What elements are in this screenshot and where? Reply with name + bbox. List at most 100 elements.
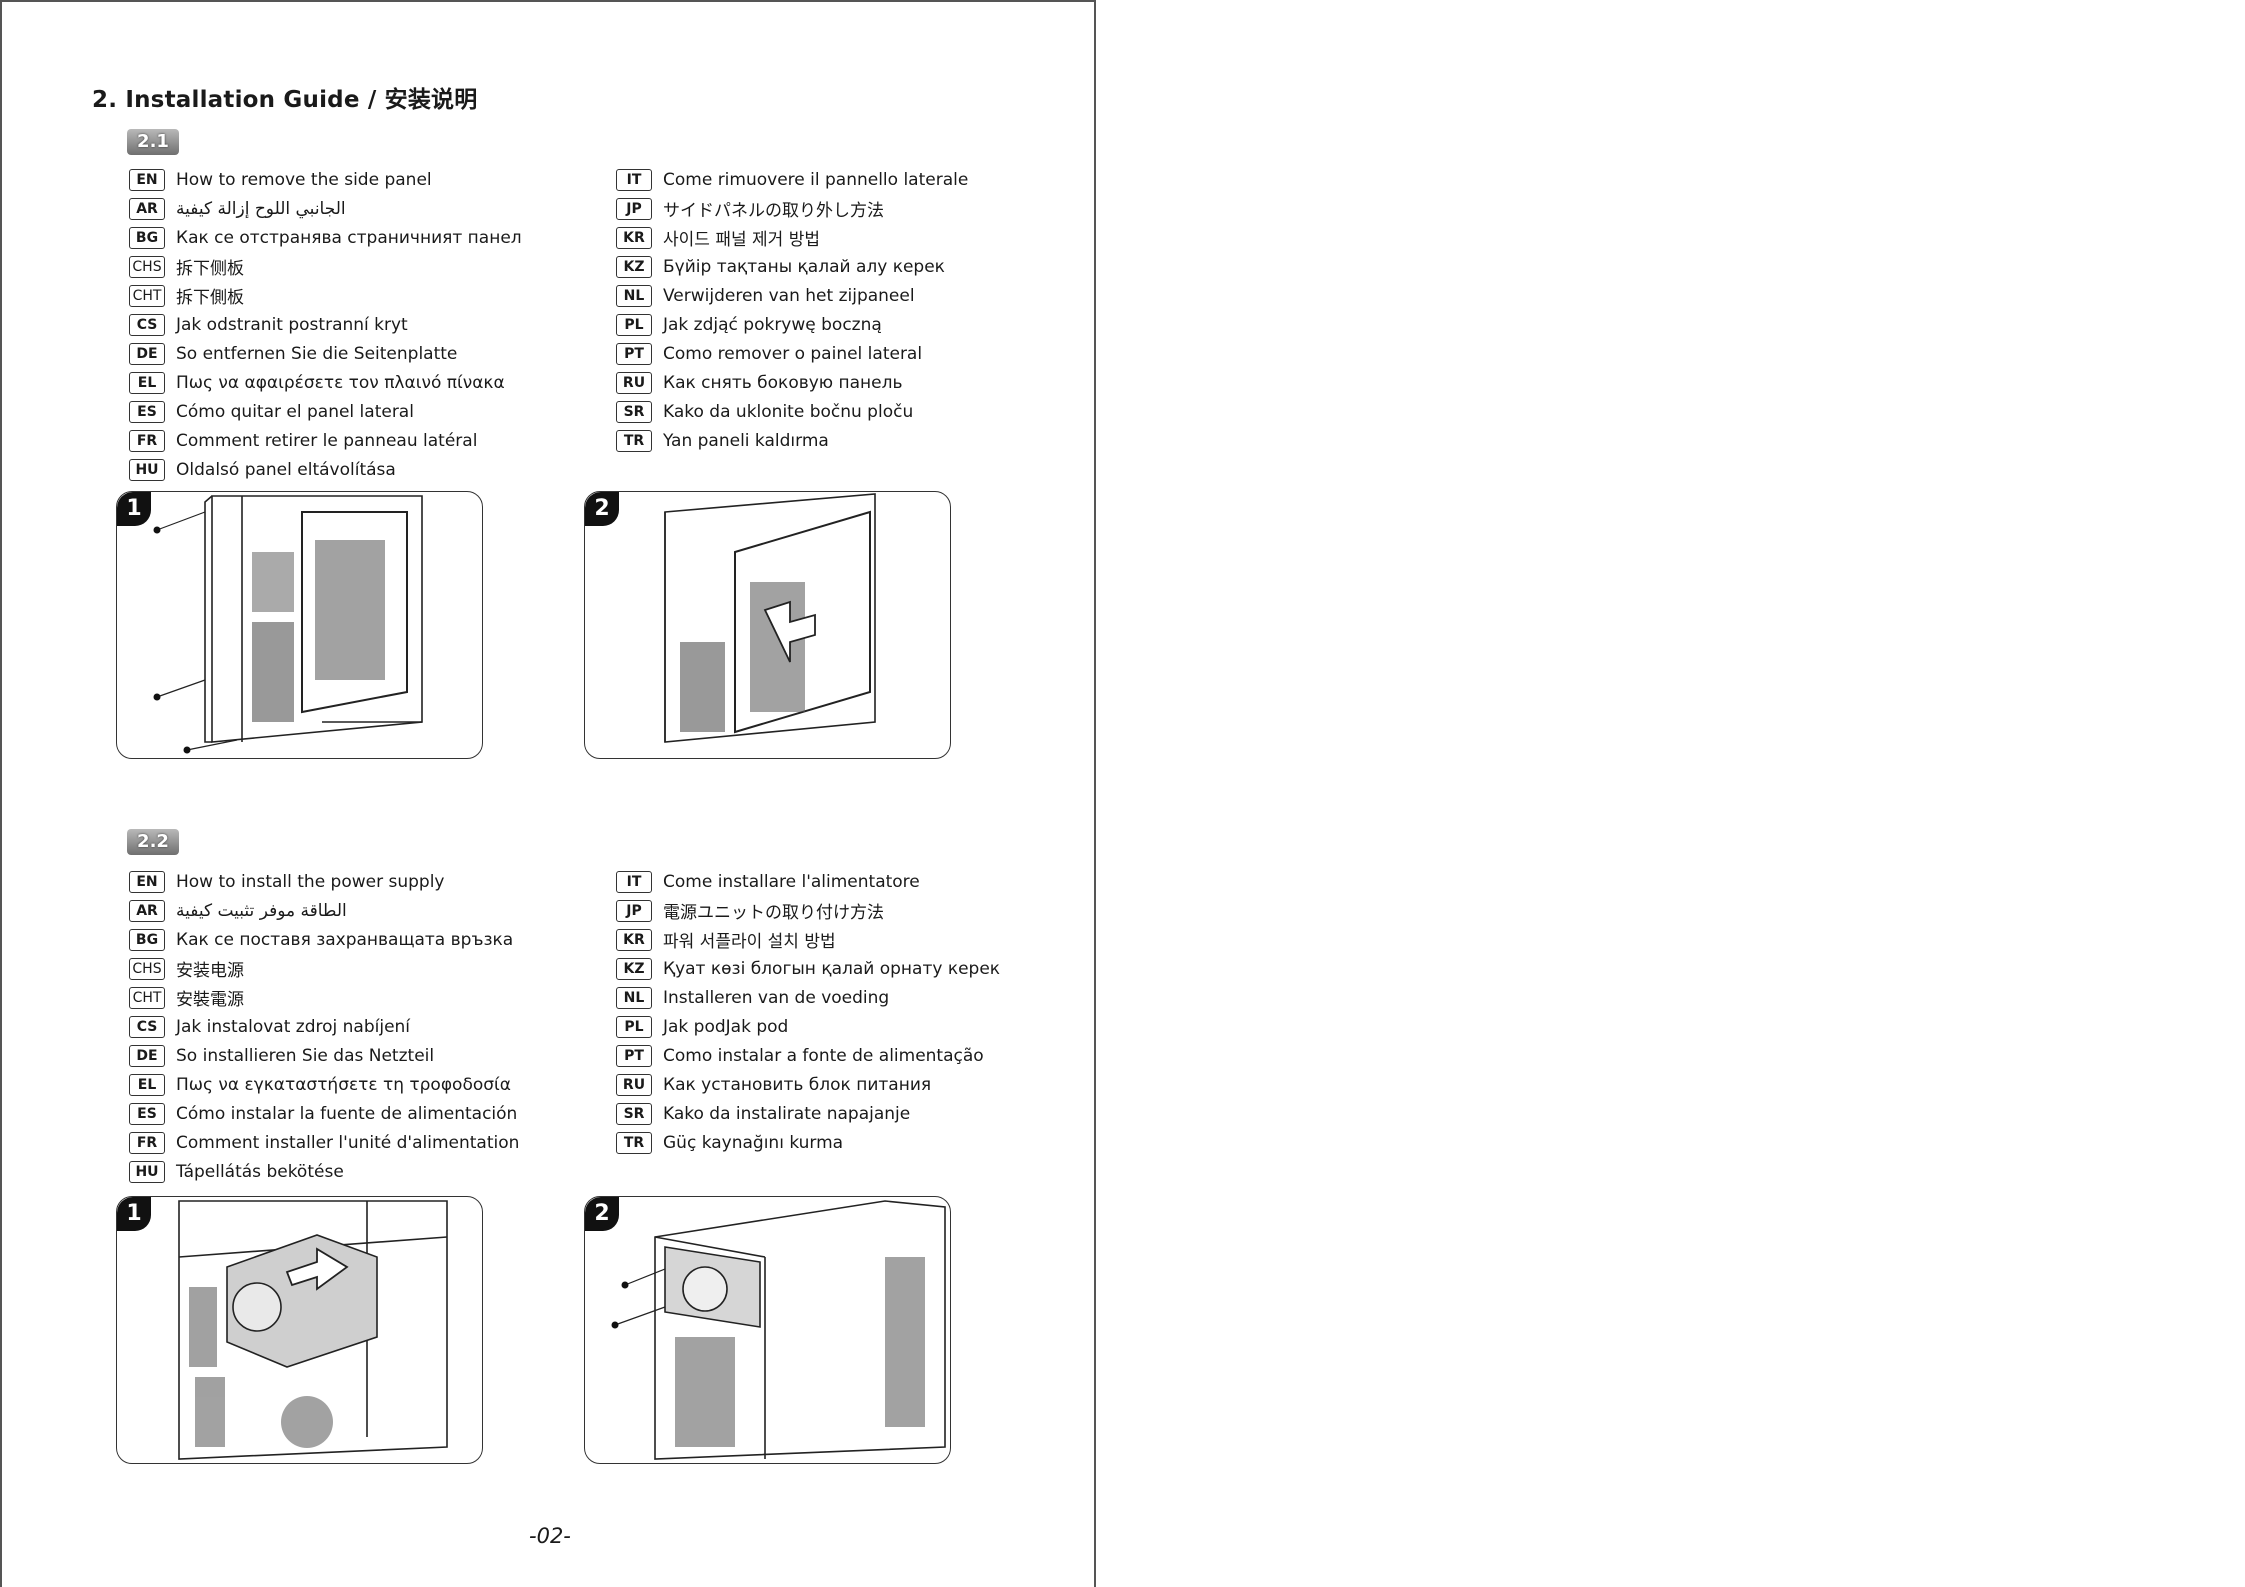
lang-text: Verwijderen van het zijpaneel	[663, 285, 915, 306]
lang-code: HU	[129, 458, 165, 481]
lang-code: KR	[616, 928, 652, 951]
lang-text: Comment installer l'unité d'alimentation	[176, 1132, 520, 1153]
step-number: 2	[585, 492, 619, 526]
lang-text: Jak podJak pod	[663, 1016, 789, 1037]
illustration-install-psu-step-1: 1	[116, 1196, 483, 1464]
case-panel-slide-illustration	[664, 493, 876, 743]
lang-text: Как се поставя захранващата връзка	[176, 929, 514, 950]
list-item: EN How to remove the side panel	[129, 165, 522, 194]
lang-code: CHT	[129, 284, 165, 307]
lang-text: Como remover o painel lateral	[663, 343, 923, 364]
lang-code: KZ	[616, 957, 652, 980]
list-item: SR Kako da instalirate napajanje	[616, 1099, 1000, 1128]
lang-code: RU	[616, 1073, 652, 1096]
lang-text: الطاقة موفر تثبيت كيفية	[176, 900, 347, 921]
lang-text: Jak instalovat zdroj nabíjení	[176, 1016, 411, 1037]
lang-text: 安裝電源	[176, 990, 244, 1010]
lang-code: IT	[616, 168, 652, 191]
list-item: PT Como remover o painel lateral	[616, 339, 968, 368]
lang-text: Cómo instalar la fuente de alimentación	[176, 1103, 518, 1124]
lang-text: Πως να αφαιρέσετε τον πλαινό πίνακα	[176, 372, 505, 393]
lang-code: HU	[129, 1160, 165, 1183]
lang-code: IT	[616, 870, 652, 893]
lang-code: NL	[616, 284, 652, 307]
lang-text: Kako da uklonite bočnu ploču	[663, 401, 914, 422]
lang-text: Come rimuovere il pannello laterale	[663, 169, 969, 190]
page-number: -02-	[529, 1524, 571, 1548]
lang-code: SR	[616, 1102, 652, 1125]
lang-text: Oldalsó panel eltávolítása	[176, 459, 396, 480]
list-item: FR Comment retirer le panneau latéral	[129, 426, 522, 455]
list-item: RU Как установить блок питания	[616, 1070, 1000, 1099]
lang-text: How to remove the side panel	[176, 169, 432, 190]
lang-text: Comment retirer le panneau latéral	[176, 430, 478, 451]
lang-text: Πως να εγκαταστήσετε τη τροφοδοσία	[176, 1074, 511, 1095]
lang-code: FR	[129, 429, 165, 452]
case-screws-illustration	[153, 495, 423, 754]
lang-code: RU	[616, 371, 652, 394]
lang-text: Kako da instalirate napajanje	[663, 1103, 911, 1124]
list-item: PL Jak podJak pod	[616, 1012, 1000, 1041]
illustration-remove-panel-step-2: 2	[584, 491, 951, 759]
step-number: 1	[117, 492, 151, 526]
lang-text: Бүйір тақтаны қалай алу керек	[663, 256, 945, 277]
psu-screws-illustration	[611, 1200, 946, 1460]
lang-text: 電源ユニットの取り付け方法	[663, 903, 884, 923]
lang-code: BG	[129, 928, 165, 951]
lang-code: EL	[129, 1073, 165, 1096]
lang-code: TR	[616, 429, 652, 452]
lang-text: 拆下側板	[176, 288, 244, 308]
lang-text: Installeren van de voeding	[663, 987, 890, 1008]
lang-text: Как снять боковую панель	[663, 372, 903, 393]
list-item: TR Yan paneli kaldırma	[616, 426, 968, 455]
list-item: RU Как снять боковую панель	[616, 368, 968, 397]
lang-code: PL	[616, 313, 652, 336]
lang-code: PL	[616, 1015, 652, 1038]
psu-insert-illustration	[178, 1200, 448, 1460]
lang-code: AR	[129, 197, 165, 220]
lang-code: PT	[616, 342, 652, 365]
lang-text: Как установить блок питания	[663, 1074, 932, 1095]
lang-code: CHS	[129, 255, 165, 278]
list-item: NL Verwijderen van het zijpaneel	[616, 281, 968, 310]
lang-text: サイドパネルの取り外し方法	[663, 201, 884, 221]
lang-code: EN	[129, 870, 165, 893]
lang-text: Como instalar a fonte de alimentação	[663, 1045, 984, 1066]
lang-text: Tápellátás bekötése	[176, 1161, 344, 1182]
list-item: EL Πως να εγκαταστήσετε τη τροφοδοσία	[129, 1070, 519, 1099]
lang-code: JP	[616, 899, 652, 922]
list-item: EN How to install the power supply	[129, 867, 519, 896]
lang-code: BG	[129, 226, 165, 249]
illustration-install-psu-step-2: 2	[584, 1196, 951, 1464]
lang-code: CS	[129, 1015, 165, 1038]
lang-text: So installieren Sie das Netzteil	[176, 1045, 435, 1066]
list-item: IT Come rimuovere il pannello laterale	[616, 165, 968, 194]
lang-text: How to install the power supply	[176, 871, 445, 892]
lang-text: Yan paneli kaldırma	[663, 430, 829, 451]
lang-code: EN	[129, 168, 165, 191]
lang-text: So entfernen Sie die Seitenplatte	[176, 343, 458, 364]
lang-code: CHT	[129, 986, 165, 1009]
lang-code: CHS	[129, 957, 165, 980]
list-item: BG Как се поставя захранващата връзка	[129, 925, 519, 954]
page-title: 2. Installation Guide / 安装说明	[92, 87, 478, 113]
lang-code: DE	[129, 342, 165, 365]
